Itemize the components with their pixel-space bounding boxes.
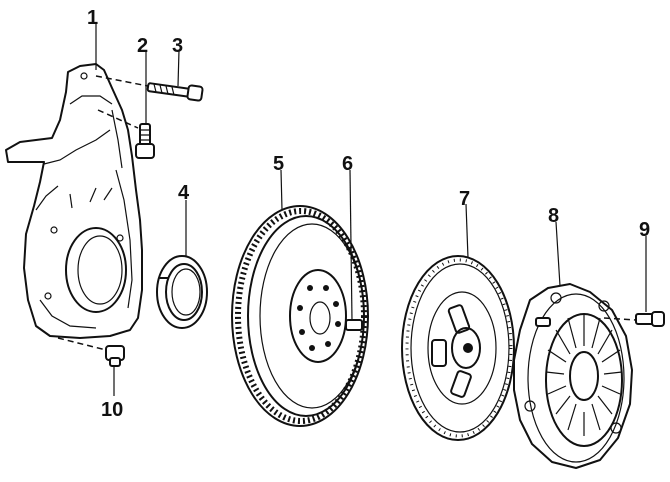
pressure-plate: [513, 283, 633, 469]
label-1: 1: [87, 7, 98, 29]
part-labels: 1 2 3 4 5 6 7 8 9 10: [87, 7, 650, 421]
label-9: 9: [639, 219, 650, 241]
bottom-bolt: [57, 337, 125, 367]
clutch-disc: [401, 255, 515, 441]
short-bolt: [97, 109, 155, 159]
leader-lines: [95, 24, 647, 396]
label-10: 10: [101, 399, 123, 421]
label-2: 2: [137, 35, 148, 57]
label-4: 4: [178, 182, 190, 204]
flywheel: [231, 205, 369, 427]
long-bolt: [95, 75, 204, 102]
label-6: 6: [342, 153, 353, 175]
oil-seal: [156, 255, 208, 329]
label-7: 7: [459, 188, 470, 210]
label-5: 5: [273, 153, 284, 175]
pressure-plate-bolt: [603, 311, 665, 327]
label-8: 8: [548, 205, 559, 227]
housing-cover: [5, 63, 143, 339]
label-3: 3: [172, 35, 183, 57]
